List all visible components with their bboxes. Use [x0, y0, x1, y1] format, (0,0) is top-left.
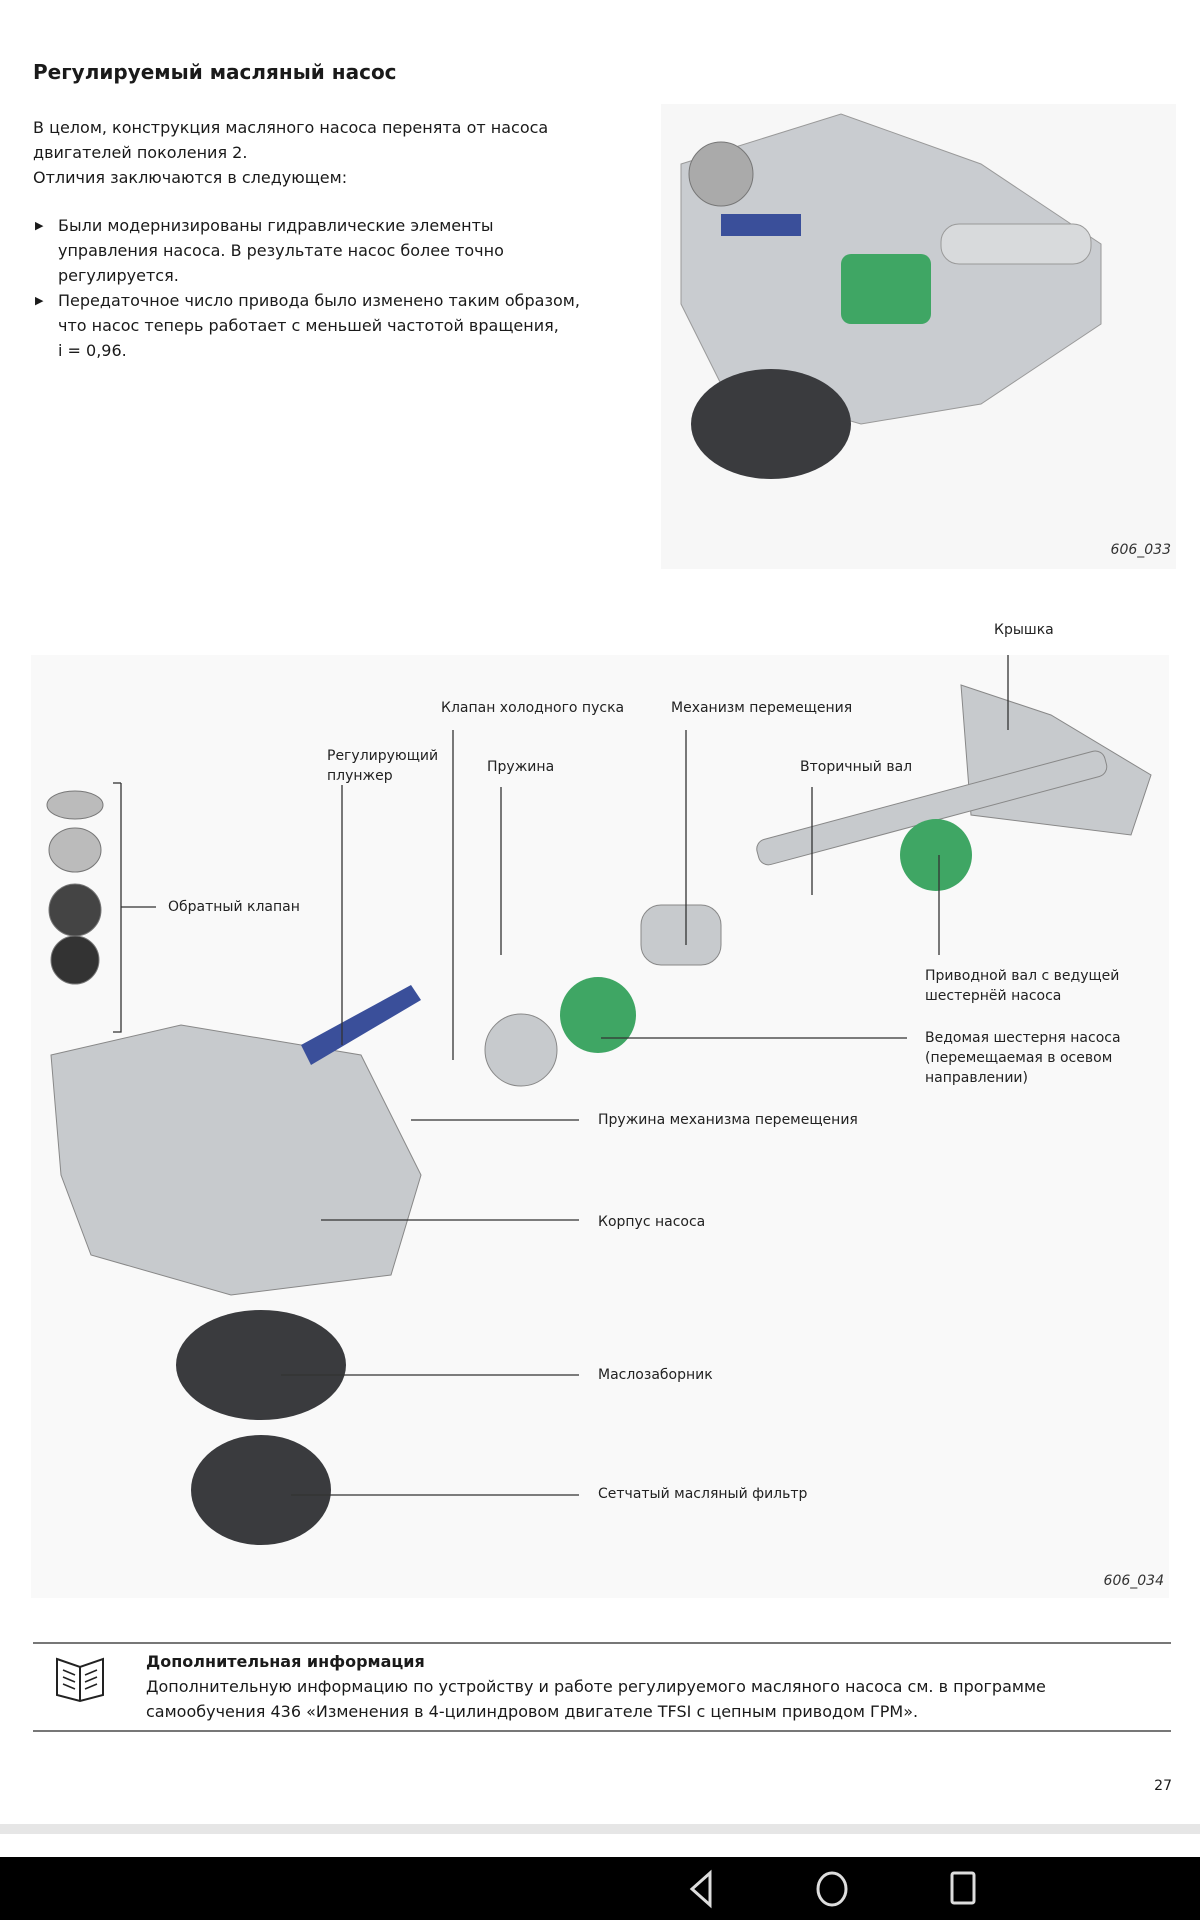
- label-plunger: плунжер: [327, 768, 393, 784]
- bullet-icon: ▶: [35, 219, 44, 232]
- book-icon: [56, 1657, 104, 1703]
- label-drive-shaft: Приводной вал с ведущей: [925, 968, 1120, 984]
- label-secondary-shaft: Вторичный вал: [800, 759, 913, 775]
- bullet-line: i = 0,96.: [58, 341, 127, 360]
- bullet-line: Передаточное число привода было изменено…: [58, 291, 580, 310]
- bullet-line: Были модернизированы гидравлические элем…: [58, 216, 494, 235]
- bullet-line: управления насоса. В результате насос бо…: [58, 241, 504, 260]
- label-driven-gear: направлении): [925, 1070, 1028, 1086]
- page-separator: [0, 1824, 1200, 1834]
- bullet-line: что насос теперь работает с меньшей част…: [58, 316, 559, 335]
- recents-icon[interactable]: [948, 1869, 978, 1909]
- label-plunger: Регулирующий: [327, 748, 439, 764]
- label-pickup: Маслозаборник: [598, 1367, 713, 1383]
- figure-caption: 606_033: [1111, 542, 1171, 558]
- intro-line: двигателей поколения 2.: [33, 143, 248, 162]
- bullet-line: регулируется.: [58, 266, 179, 285]
- exploded-view-diagram: 606_034: [31, 655, 1169, 1598]
- page-number: 27: [1154, 1778, 1172, 1794]
- divider: [33, 1730, 1171, 1732]
- oil-pump-assembly-image: 606_033: [661, 104, 1176, 569]
- label-shift-spring: Пружина механизма перемещения: [598, 1112, 858, 1128]
- navigation-bar: [0, 1857, 1200, 1920]
- label-spring: Пружина: [487, 759, 555, 775]
- info-heading: Дополнительная информация: [146, 1652, 425, 1671]
- home-icon[interactable]: [814, 1869, 850, 1909]
- back-icon[interactable]: [686, 1869, 716, 1909]
- label-drive-shaft: шестернёй насоса: [925, 988, 1062, 1004]
- intro-line: В целом, конструкция масляного насоса пе…: [33, 118, 549, 137]
- page-title: Регулируемый масляный насос: [33, 60, 397, 84]
- figure-caption: 606_034: [1104, 1573, 1164, 1589]
- label-driven-gear: (перемещаемая в осевом: [925, 1050, 1113, 1066]
- intro-line: Отличия заключаются в следующем:: [33, 168, 348, 187]
- label-cover: Крышка: [994, 622, 1054, 638]
- label-strainer: Сетчатый масляный фильтр: [598, 1486, 808, 1502]
- label-check-valve: Обратный клапан: [168, 899, 300, 915]
- label-cold-start-valve: Клапан холодного пуска: [441, 700, 625, 716]
- info-line: самообучения 436 «Изменения в 4-цилиндро…: [146, 1702, 919, 1721]
- label-driven-gear: Ведомая шестерня насоса: [925, 1030, 1121, 1046]
- label-shift-mechanism: Механизм перемещения: [671, 700, 853, 716]
- label-housing: Корпус насоса: [598, 1214, 706, 1230]
- divider: [33, 1642, 1171, 1644]
- bullet-icon: ▶: [35, 294, 44, 307]
- info-line: Дополнительную информацию по устройству …: [146, 1677, 1046, 1696]
